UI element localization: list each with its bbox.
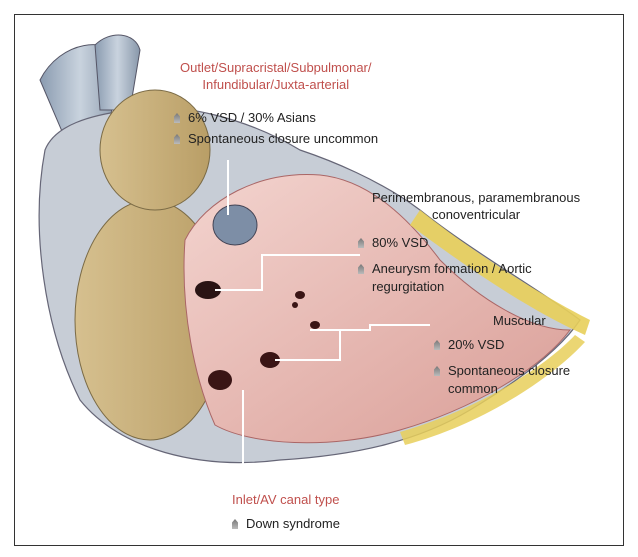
- vsd-muscular-4: [292, 302, 298, 308]
- perimembranous-title-line2: conoventricular: [372, 206, 580, 223]
- outlet-title-line1: Outlet/Supracristal/Subpulmonar/: [180, 59, 371, 76]
- perimembranous-title-line1: Perimembranous, paramembranous: [372, 189, 580, 206]
- outlet-title: Outlet/Supracristal/Subpulmonar/ Infundi…: [180, 59, 371, 93]
- perimembranous-item-1: 80% VSD: [358, 234, 428, 251]
- muscular-item-2-cont: common: [448, 380, 498, 397]
- inlet-title: Inlet/AV canal type: [232, 491, 339, 508]
- bullet-icon: [434, 366, 440, 376]
- bullet-icon: [174, 134, 180, 144]
- bullet-icon: [434, 340, 440, 350]
- bullet-icon: [232, 519, 238, 529]
- vsd-muscular-1: [295, 291, 305, 299]
- outlet-item-2: Spontaneous closure uncommon: [174, 130, 378, 147]
- perimembranous-item-2: Aneurysm formation / Aortic: [358, 260, 532, 277]
- perimembranous-title: Perimembranous, paramembranous conoventr…: [372, 189, 580, 223]
- outlet-item-1: 6% VSD / 30% Asians: [174, 109, 316, 126]
- pulmonary-orifice: [213, 205, 257, 245]
- muscular-item-1: 20% VSD: [434, 336, 504, 353]
- inlet-item-1: Down syndrome: [232, 515, 340, 532]
- bullet-icon: [358, 238, 364, 248]
- vsd-muscular-2: [310, 321, 320, 329]
- outlet-title-line2: Infundibular/Juxta-arterial: [180, 76, 371, 93]
- bullet-icon: [174, 113, 180, 123]
- muscular-title: Muscular: [493, 312, 546, 329]
- bullet-icon: [358, 264, 364, 274]
- muscular-item-2: Spontaneous closure: [434, 362, 570, 379]
- right-auricle: [100, 90, 210, 210]
- perimembranous-item-2-cont: regurgitation: [372, 278, 444, 295]
- vsd-inlet: [208, 370, 232, 390]
